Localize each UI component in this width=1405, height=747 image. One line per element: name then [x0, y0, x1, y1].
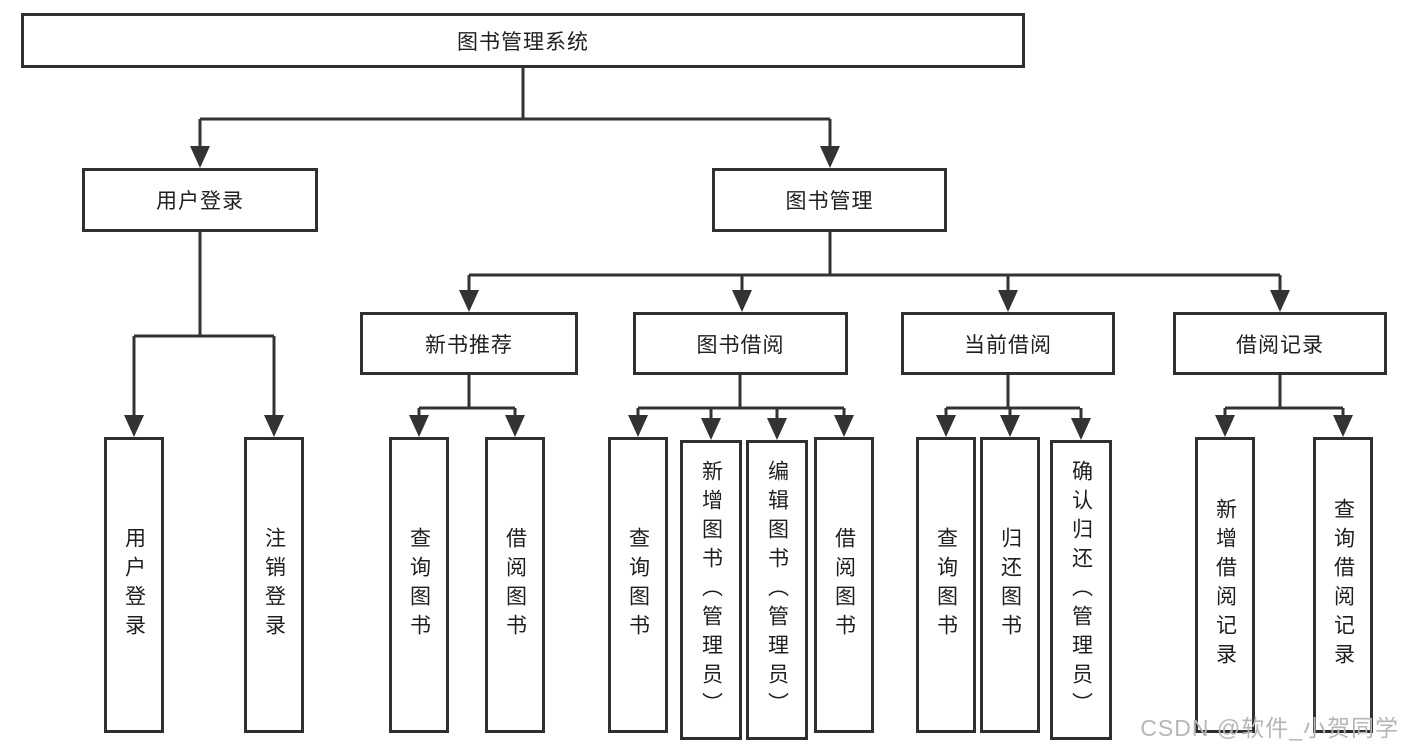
leaf-label: 确认归还（管理员）	[1069, 459, 1093, 721]
arrowhead	[1270, 290, 1290, 312]
leaf-label: 查询图书	[626, 527, 650, 643]
leaf-label: 借阅图书	[832, 527, 856, 643]
arrowhead	[628, 415, 648, 437]
arrowhead	[409, 415, 429, 437]
leaf-label: 查询借阅记录	[1331, 498, 1355, 672]
leaf-label: 归还图书	[998, 527, 1022, 643]
leaf-label: 查询图书	[407, 527, 431, 643]
leaf-label: 查询图书	[934, 527, 958, 643]
leaf-query-books-borrow: 查询图书	[608, 437, 668, 733]
arrowhead	[701, 418, 721, 440]
node-label: 新书推荐	[425, 333, 513, 357]
spine-book-borrow	[638, 375, 844, 410]
arrowhead	[1215, 415, 1235, 437]
arrowhead	[767, 418, 787, 440]
root-node: 图书管理系统	[21, 13, 1025, 68]
node-label: 图书管理	[785, 190, 874, 213]
node-label: 用户登录	[156, 190, 244, 213]
leaf-user-login: 用户登录	[104, 437, 164, 733]
leaf-edit-books-admin: 编辑图书（管理员）	[746, 440, 808, 740]
leaf-label: 新增图书（管理员）	[699, 459, 723, 721]
node-user-login: 用户登录	[82, 168, 318, 232]
node-label: 借阅记录	[1236, 333, 1324, 357]
arrowhead	[1333, 415, 1353, 437]
leaf-label: 借阅图书	[503, 527, 527, 643]
leaf-label: 新增借阅记录	[1213, 498, 1237, 672]
leaf-logout: 注销登录	[244, 437, 304, 733]
arrowhead	[459, 290, 479, 312]
arrowhead	[834, 415, 854, 437]
leaf-add-books-admin: 新增图书（管理员）	[680, 440, 742, 740]
arrowhead	[936, 415, 956, 437]
arrowhead	[505, 415, 525, 437]
leaf-confirm-return-admin: 确认归还（管理员）	[1050, 440, 1112, 740]
spine-book-management	[469, 232, 1280, 277]
node-label: 图书借阅	[696, 333, 785, 357]
leaf-label: 注销登录	[262, 527, 286, 643]
arrowhead	[190, 146, 210, 168]
arrowhead	[1071, 418, 1091, 440]
node-book-management: 图书管理	[712, 168, 947, 232]
node-borrow-records: 借阅记录	[1173, 312, 1387, 375]
spine-user-login	[134, 232, 274, 338]
node-book-borrow: 图书借阅	[633, 312, 848, 375]
leaf-borrow-books-borrow: 借阅图书	[814, 437, 874, 733]
node-label: 当前借阅	[964, 333, 1052, 357]
leaf-add-borrow-record: 新增借阅记录	[1195, 437, 1255, 733]
leaf-label: 用户登录	[122, 527, 146, 643]
spine-current-borrow	[946, 375, 1080, 410]
leaf-query-borrow-record: 查询借阅记录	[1313, 437, 1373, 733]
leaf-query-books-recommend: 查询图书	[389, 437, 449, 733]
leaf-label: 编辑图书（管理员）	[765, 459, 789, 721]
spine-borrow-records	[1225, 375, 1343, 410]
arrowhead	[998, 290, 1018, 312]
spine-root	[200, 68, 830, 121]
arrowhead	[264, 415, 284, 437]
leaf-borrow-books-recommend: 借阅图书	[485, 437, 545, 733]
root-node-label: 图书管理系统	[457, 30, 589, 54]
arrowhead	[820, 146, 840, 168]
arrowhead	[124, 415, 144, 437]
leaf-return-books: 归还图书	[980, 437, 1040, 733]
node-new-book-recommend: 新书推荐	[360, 312, 578, 375]
watermark: CSDN @软件_小贺同学	[1140, 715, 1399, 741]
arrowhead	[1000, 415, 1020, 437]
spine-new-book-recommend	[419, 375, 515, 410]
node-current-borrow: 当前借阅	[901, 312, 1115, 375]
arrowhead	[732, 290, 752, 312]
leaf-query-books-current: 查询图书	[916, 437, 976, 733]
